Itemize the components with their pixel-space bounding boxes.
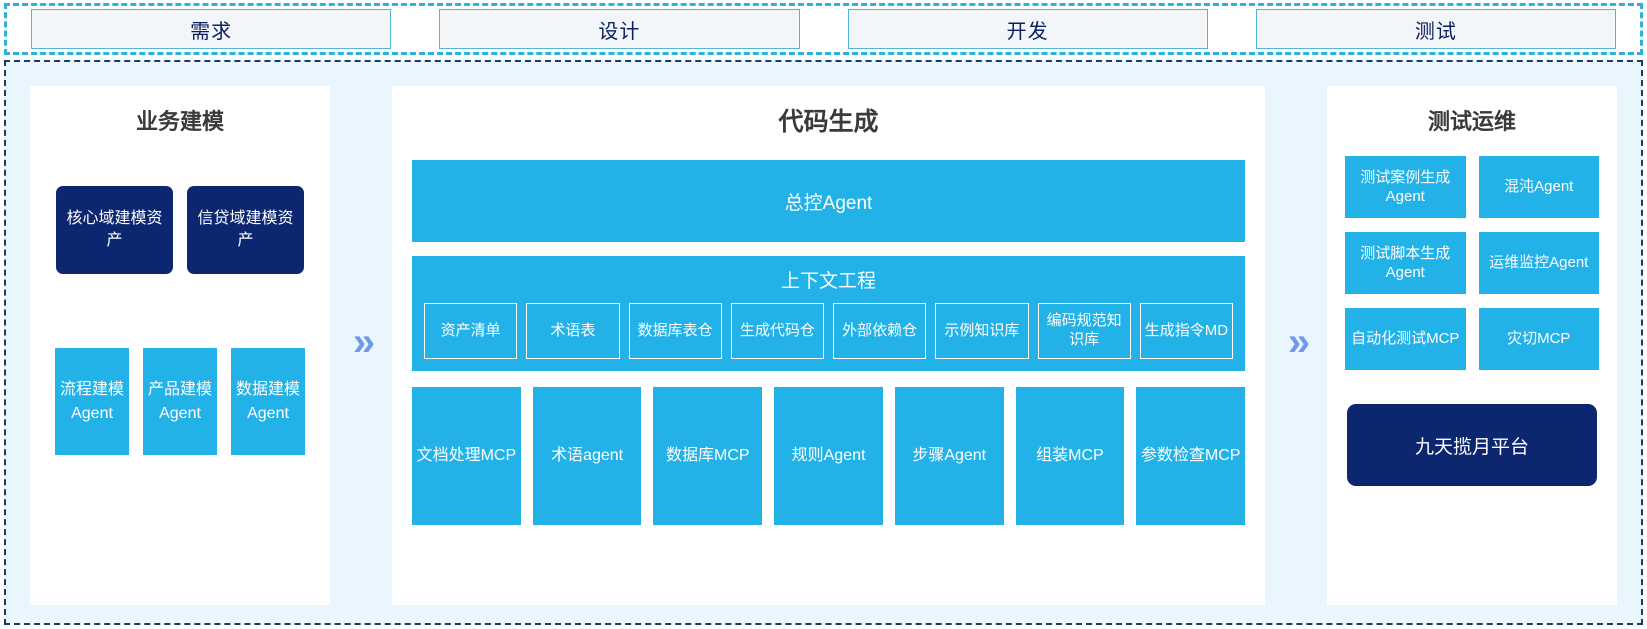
asset-label: 核心域建模资产 — [66, 210, 163, 249]
context-cell-label: 数据库表仓 — [637, 321, 713, 339]
phase-box-design[interactable]: 设计 — [439, 9, 800, 49]
chevron-right-icon-left: » — [330, 62, 392, 623]
context-cell-example-knowledge-base[interactable]: 示例知识库 — [935, 303, 1029, 359]
context-cell-label: 资产清单 — [440, 321, 501, 339]
asset-credit-domain[interactable]: 信贷域建模资产 — [187, 186, 304, 274]
asset-core-domain[interactable]: 核心域建模资产 — [56, 186, 173, 274]
agent-product-modeling[interactable]: 产品建模Agent — [143, 348, 217, 455]
agent-label: 数据建模Agent — [235, 381, 300, 422]
tool-parameter-check-mcp[interactable]: 参数检查MCP — [1136, 387, 1246, 525]
ops-disaster-switch-mcp[interactable]: 灾切MCP — [1478, 308, 1599, 370]
context-cell-db-table-repo[interactable]: 数据库表仓 — [628, 303, 722, 359]
context-cell-label: 生成指令MD — [1144, 321, 1229, 339]
phase-label: 测试 — [1414, 20, 1457, 43]
panel-code-generation: 代码生成 总控Agent 上下文工程 资产清单 术语表 数据库表仓 — [392, 86, 1265, 605]
ops-label: 运维监控Agent — [1489, 254, 1589, 272]
panel-business-modeling: 业务建模 核心域建模资产 信贷域建模资产 流程建模Agent 产品建模Agent… — [30, 86, 330, 605]
tool-row: 文档处理MCP 术语agent 数据库MCP 规则Agent 步骤Agent 组… — [412, 387, 1246, 525]
phase-label: 开发 — [1006, 20, 1049, 43]
context-cell-generated-code-repo[interactable]: 生成代码仓 — [730, 303, 824, 359]
tool-glossary-agent[interactable]: 术语agent — [532, 387, 642, 525]
tool-document-processing-mcp[interactable]: 文档处理MCP — [412, 387, 521, 525]
phase-box-testing[interactable]: 测试 — [1255, 9, 1616, 49]
tool-label: 数据库MCP — [666, 447, 750, 465]
platform-box-jiutian[interactable]: 九天揽月平台 — [1347, 404, 1597, 486]
asset-group: 核心域建模资产 信贷域建模资产 — [30, 186, 330, 274]
asset-label: 信贷域建模资产 — [197, 210, 294, 249]
ops-label: 混沌Agent — [1504, 178, 1574, 196]
context-cell-label: 生成代码仓 — [739, 321, 815, 339]
chevron-glyph: » — [352, 320, 375, 364]
context-cell-label: 外部依赖仓 — [842, 321, 918, 339]
phase-box-development[interactable]: 开发 — [847, 9, 1208, 49]
context-cell-generation-instruction-md[interactable]: 生成指令MD — [1139, 303, 1233, 359]
agent-label: 产品建模Agent — [147, 381, 212, 422]
phase-label: 设计 — [598, 20, 641, 43]
panel-title-code-generation: 代码生成 — [778, 108, 879, 136]
agent-data-modeling[interactable]: 数据建模Agent — [231, 348, 305, 455]
chevron-right-icon-right: » — [1265, 62, 1327, 623]
context-cell-label: 示例知识库 — [944, 321, 1020, 339]
context-cell-row: 资产清单 术语表 数据库表仓 生成代码仓 外部依赖仓 示例知 — [412, 303, 1245, 359]
tool-label: 步骤Agent — [912, 447, 987, 465]
tool-label: 参数检查MCP — [1140, 447, 1241, 465]
phase-box-requirement[interactable]: 需求 — [31, 9, 392, 49]
ops-test-case-generation-agent[interactable]: 测试案例生成Agent — [1345, 156, 1466, 218]
ops-grid: 测试案例生成Agent 混沌Agent 测试脚本生成Agent 运维监控Agen… — [1345, 156, 1599, 370]
phase-label: 需求 — [190, 20, 233, 43]
tool-label: 术语agent — [551, 447, 624, 465]
ops-automated-test-mcp[interactable]: 自动化测试MCP — [1345, 308, 1466, 370]
context-cell-label: 编码规范知识库 — [1046, 312, 1122, 348]
tool-label: 规则Agent — [791, 447, 866, 465]
master-agent-bar[interactable]: 总控Agent — [412, 160, 1245, 242]
modeling-agent-group: 流程建模Agent 产品建模Agent 数据建模Agent — [30, 348, 330, 455]
context-engineering-block: 上下文工程 资产清单 术语表 数据库表仓 生成代码仓 外部依赖仓 — [412, 256, 1245, 371]
main-area: 业务建模 核心域建模资产 信贷域建模资产 流程建模Agent 产品建模Agent… — [4, 60, 1643, 625]
tool-rule-agent[interactable]: 规则Agent — [774, 387, 883, 525]
context-cell-external-dependency-repo[interactable]: 外部依赖仓 — [833, 303, 927, 359]
master-agent-label: 总控Agent — [784, 192, 873, 214]
ops-label: 测试案例生成Agent — [1360, 168, 1451, 206]
ops-label: 灾切MCP — [1507, 330, 1571, 348]
panel-title-test-operations: 测试运维 — [1427, 109, 1516, 134]
ops-label: 自动化测试MCP — [1351, 330, 1460, 348]
ops-chaos-agent[interactable]: 混沌Agent — [1478, 156, 1599, 218]
tool-assembly-mcp[interactable]: 组装MCP — [1015, 387, 1125, 525]
context-cell-asset-list[interactable]: 资产清单 — [424, 303, 518, 359]
context-cell-coding-standard-knowledge-base[interactable]: 编码规范知识库 — [1037, 303, 1131, 359]
context-cell-glossary[interactable]: 术语表 — [526, 303, 620, 359]
phase-strip: 需求 设计 开发 测试 — [4, 3, 1643, 55]
panel-test-operations: 测试运维 测试案例生成Agent 混沌Agent 测试脚本生成Agent 运维监… — [1327, 86, 1617, 605]
ops-monitoring-agent[interactable]: 运维监控Agent — [1478, 232, 1599, 294]
tool-label: 文档处理MCP — [416, 447, 517, 465]
tool-step-agent[interactable]: 步骤Agent — [894, 387, 1004, 525]
agent-label: 流程建模Agent — [59, 381, 124, 422]
chevron-glyph: » — [1287, 320, 1310, 364]
agent-process-modeling[interactable]: 流程建模Agent — [55, 348, 129, 455]
ops-test-script-generation-agent[interactable]: 测试脚本生成Agent — [1345, 232, 1466, 294]
tool-label: 组装MCP — [1036, 447, 1104, 465]
ops-label: 测试脚本生成Agent — [1360, 244, 1451, 282]
platform-label: 九天揽月平台 — [1414, 436, 1529, 458]
context-engineering-title: 上下文工程 — [780, 271, 876, 292]
tool-database-mcp[interactable]: 数据库MCP — [653, 387, 763, 525]
context-cell-label: 术语表 — [550, 321, 596, 339]
panel-title-business-modeling: 业务建模 — [135, 109, 224, 134]
